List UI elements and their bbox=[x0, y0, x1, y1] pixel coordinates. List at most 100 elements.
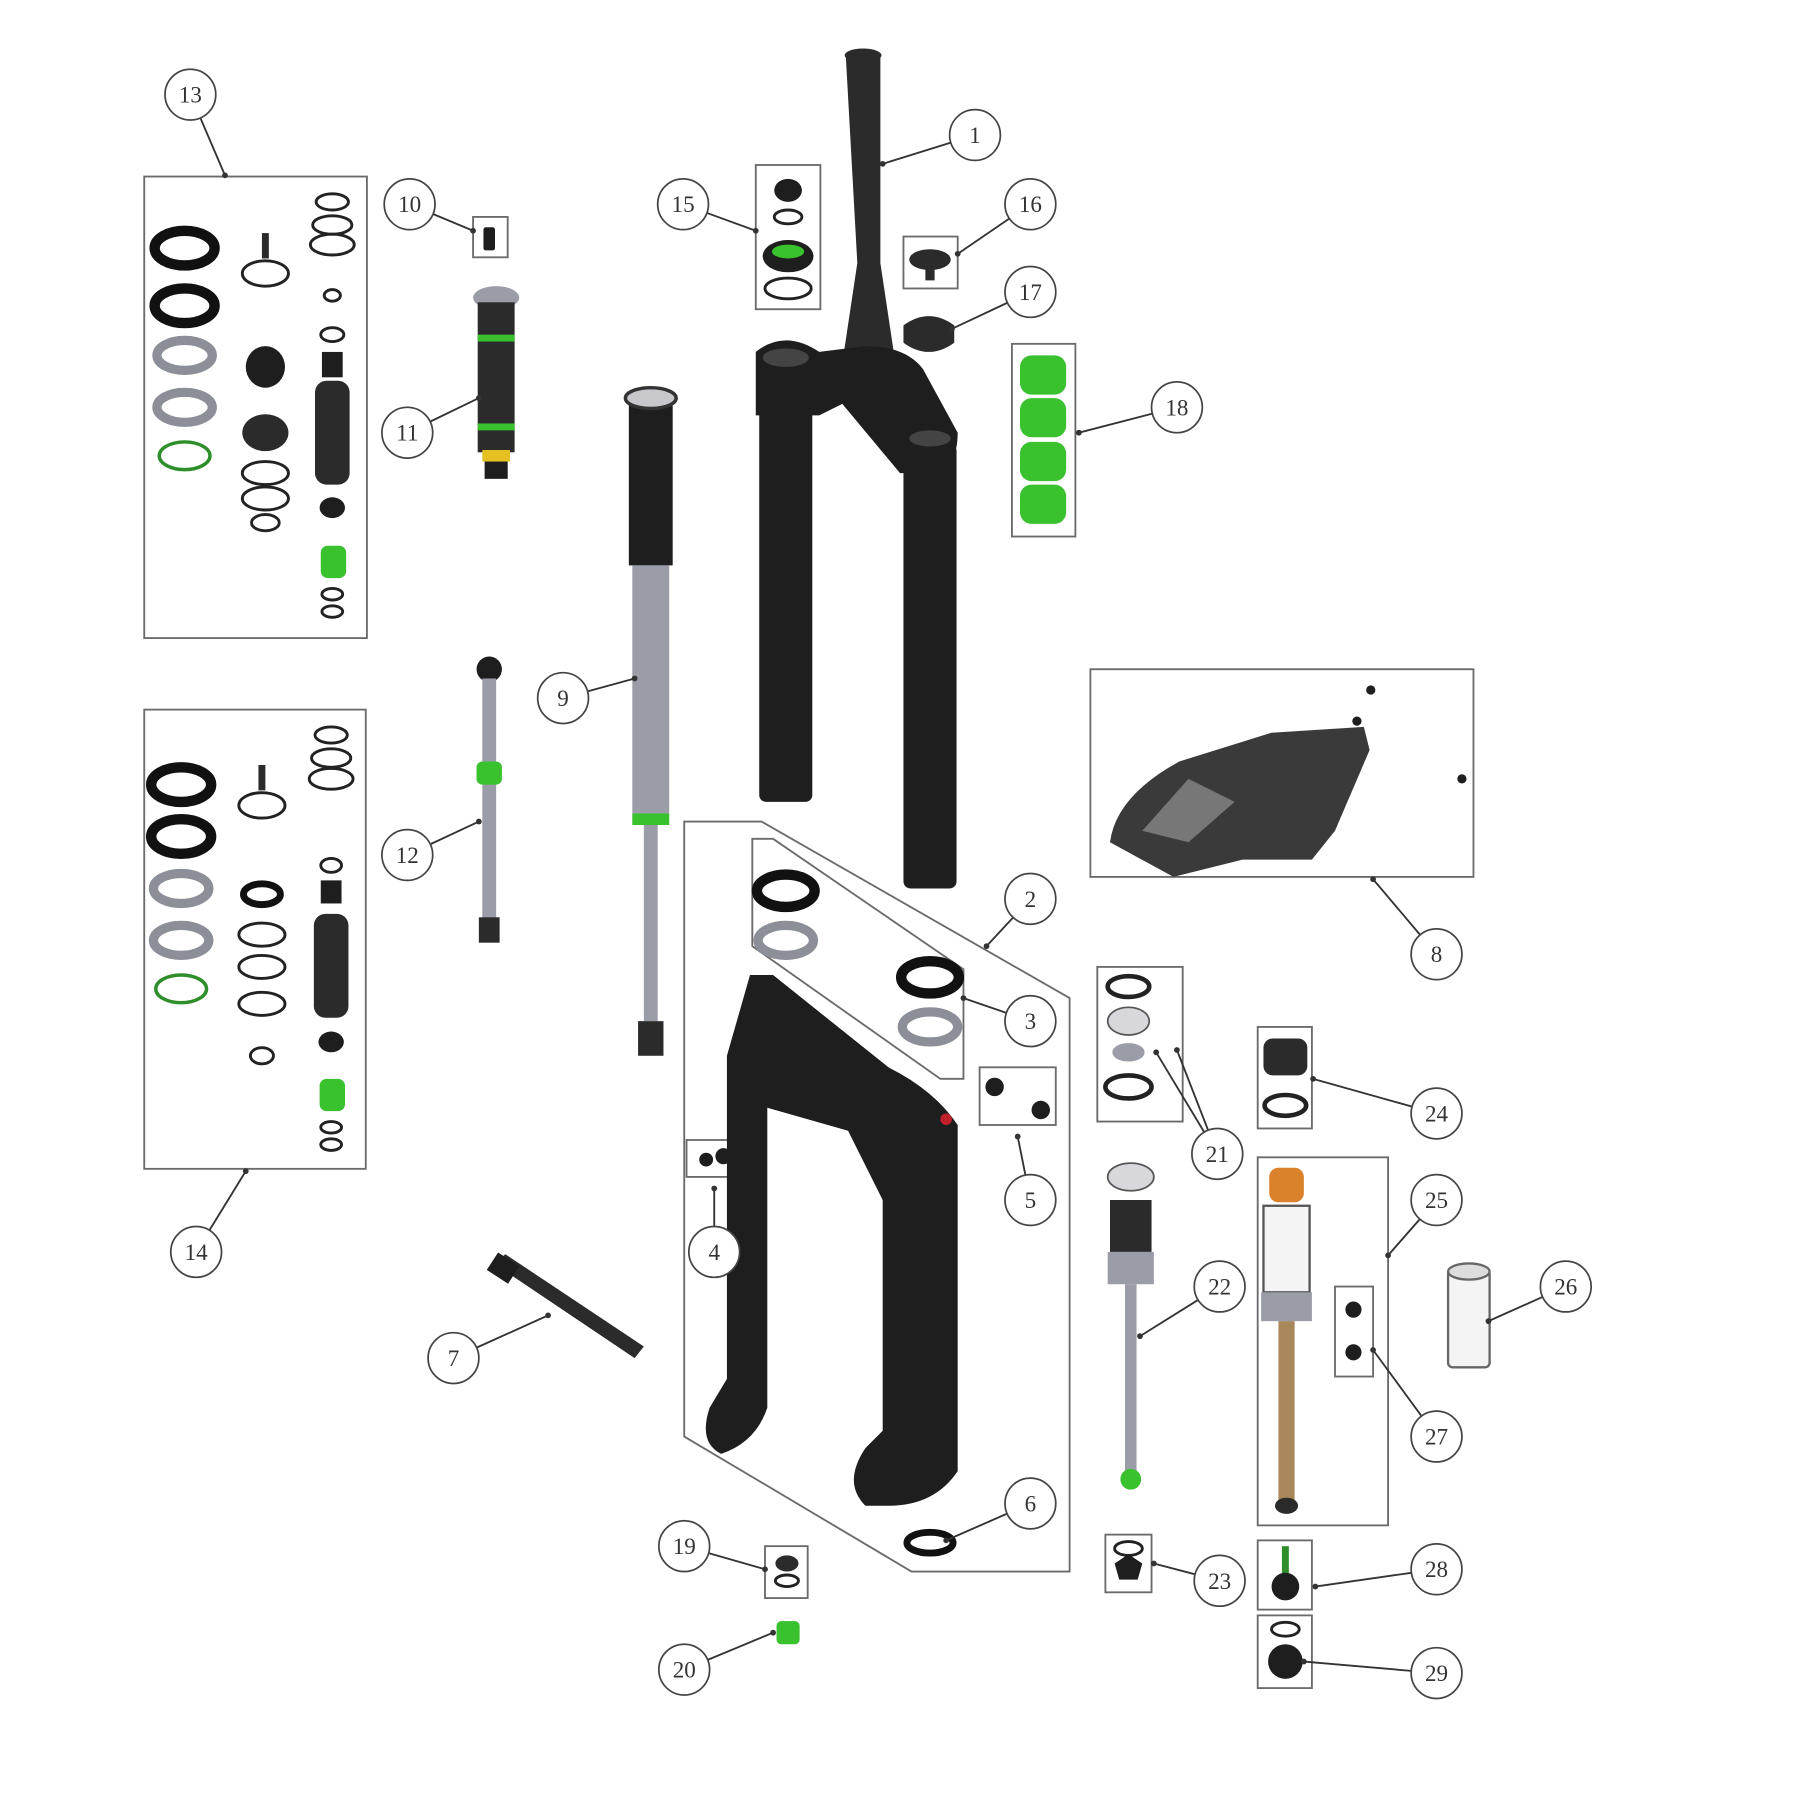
callout-number: 13 bbox=[179, 82, 202, 108]
part-15-top-cap-assembly bbox=[762, 178, 814, 301]
leader-line-15 bbox=[706, 212, 757, 232]
callout-14: 14 bbox=[169, 1225, 223, 1279]
leader-line-20 bbox=[707, 1631, 774, 1661]
callout-circle bbox=[1004, 177, 1057, 231]
leader-line-26 bbox=[1488, 1296, 1543, 1322]
callout-circle bbox=[1410, 1173, 1463, 1227]
leader-arrow-8 bbox=[1370, 876, 1376, 883]
leader-line-8 bbox=[1372, 878, 1421, 936]
leader-arrow-21 bbox=[1153, 1049, 1160, 1056]
part-17-cup bbox=[903, 316, 955, 352]
callout-circle bbox=[1410, 1646, 1463, 1700]
callout-circle bbox=[381, 406, 434, 459]
leader-arrow-4 bbox=[711, 1185, 718, 1192]
box-part-10 bbox=[472, 215, 509, 259]
leader-arrow-14 bbox=[242, 1168, 249, 1175]
leader-arrow-15 bbox=[752, 227, 759, 234]
part-27-bolts bbox=[1345, 1301, 1362, 1361]
part-1-crown-steerer bbox=[755, 48, 958, 889]
callout-circle bbox=[381, 828, 434, 882]
leader-arrow-18 bbox=[1075, 429, 1082, 436]
callout-circle bbox=[948, 108, 1002, 162]
box-part-2 bbox=[683, 820, 1071, 1573]
leader-arrow-2 bbox=[983, 943, 990, 950]
callout-number: 28 bbox=[1425, 1556, 1448, 1582]
part-20-green-knob bbox=[776, 1621, 800, 1645]
callout-number: 25 bbox=[1425, 1187, 1448, 1213]
leader-arrow-13 bbox=[222, 172, 228, 179]
part-9-damper-cartridge bbox=[623, 385, 678, 1056]
callout-24: 24 bbox=[1410, 1087, 1463, 1140]
callout-number: 1 bbox=[969, 122, 981, 148]
callout-circle bbox=[1004, 872, 1057, 926]
leader-line-17 bbox=[951, 301, 1008, 330]
leader-lines bbox=[199, 117, 1543, 1672]
callout-number: 6 bbox=[1025, 1490, 1037, 1516]
part-10-small-bolt bbox=[483, 227, 495, 251]
box-part-28 bbox=[1256, 1539, 1313, 1611]
callout-circle bbox=[1410, 1410, 1463, 1463]
part-8-arch-guard bbox=[1110, 685, 1467, 877]
leader-arrow-27 bbox=[1370, 1347, 1376, 1353]
leader-arrow-28 bbox=[1312, 1583, 1319, 1590]
leader-line-27 bbox=[1372, 1349, 1423, 1417]
box-part-15 bbox=[754, 164, 822, 311]
leader-arrow-25 bbox=[1385, 1252, 1391, 1259]
callout-number: 10 bbox=[398, 191, 421, 217]
callout-circle bbox=[1410, 927, 1463, 981]
callout-circle bbox=[1004, 1173, 1057, 1227]
leader-arrow-12 bbox=[475, 818, 482, 825]
leader-line-1 bbox=[882, 141, 952, 165]
callout-17: 17 bbox=[1004, 265, 1057, 319]
callout-circle bbox=[1193, 1554, 1246, 1608]
callout-12: 12 bbox=[381, 828, 434, 882]
leader-line-19 bbox=[708, 1552, 766, 1571]
box-part-14 bbox=[143, 708, 367, 1170]
callout-number: 9 bbox=[557, 685, 569, 711]
callout-1: 1 bbox=[948, 108, 1002, 162]
callout-circle bbox=[687, 1225, 741, 1279]
callout-number: 8 bbox=[1431, 941, 1443, 967]
callout-number: 17 bbox=[1019, 279, 1042, 305]
callout-number: 5 bbox=[1025, 1187, 1037, 1213]
leader-line-2 bbox=[985, 916, 1014, 947]
callout-number: 19 bbox=[673, 1533, 696, 1559]
part-18-green-spacers bbox=[1020, 355, 1067, 524]
leader-line-21 bbox=[1155, 1051, 1206, 1133]
callout-21: 21 bbox=[1191, 1127, 1244, 1181]
leader-line-24 bbox=[1312, 1077, 1413, 1108]
leader-line-6 bbox=[945, 1512, 1008, 1542]
callout-circle bbox=[1539, 1260, 1593, 1313]
callout-circle bbox=[1191, 1127, 1244, 1181]
callout-number: 2 bbox=[1025, 886, 1037, 912]
leader-line-14 bbox=[208, 1170, 247, 1231]
callout-15: 15 bbox=[656, 177, 710, 231]
leader-line-3 bbox=[963, 997, 1007, 1014]
leader-line-21 bbox=[1176, 1049, 1209, 1131]
part-22-shaft bbox=[1106, 1162, 1155, 1490]
callout-16: 16 bbox=[1004, 177, 1057, 231]
callout-19: 19 bbox=[657, 1519, 711, 1573]
leader-line-16 bbox=[957, 217, 1010, 255]
part-13-service-kit bbox=[149, 192, 356, 619]
callout-circle bbox=[1193, 1260, 1246, 1313]
callout-2: 2 bbox=[1004, 872, 1057, 926]
part-23-cap bbox=[1113, 1540, 1144, 1580]
callout-20: 20 bbox=[657, 1643, 711, 1696]
part-3-seals bbox=[751, 869, 965, 1047]
leader-line-29 bbox=[1303, 1660, 1412, 1672]
leader-arrow-7 bbox=[545, 1312, 551, 1319]
callout-29: 29 bbox=[1410, 1646, 1463, 1700]
box-part-13 bbox=[143, 175, 368, 639]
leader-arrow-1 bbox=[879, 160, 886, 167]
callout-22: 22 bbox=[1193, 1260, 1246, 1313]
callout-9: 9 bbox=[536, 671, 590, 725]
box-part-19 bbox=[764, 1545, 809, 1599]
callout-7: 7 bbox=[427, 1331, 480, 1385]
leader-line-22 bbox=[1139, 1299, 1199, 1337]
leader-line-13 bbox=[199, 117, 226, 176]
callout-circle bbox=[1150, 381, 1204, 434]
part-6-washer bbox=[903, 1528, 957, 1557]
